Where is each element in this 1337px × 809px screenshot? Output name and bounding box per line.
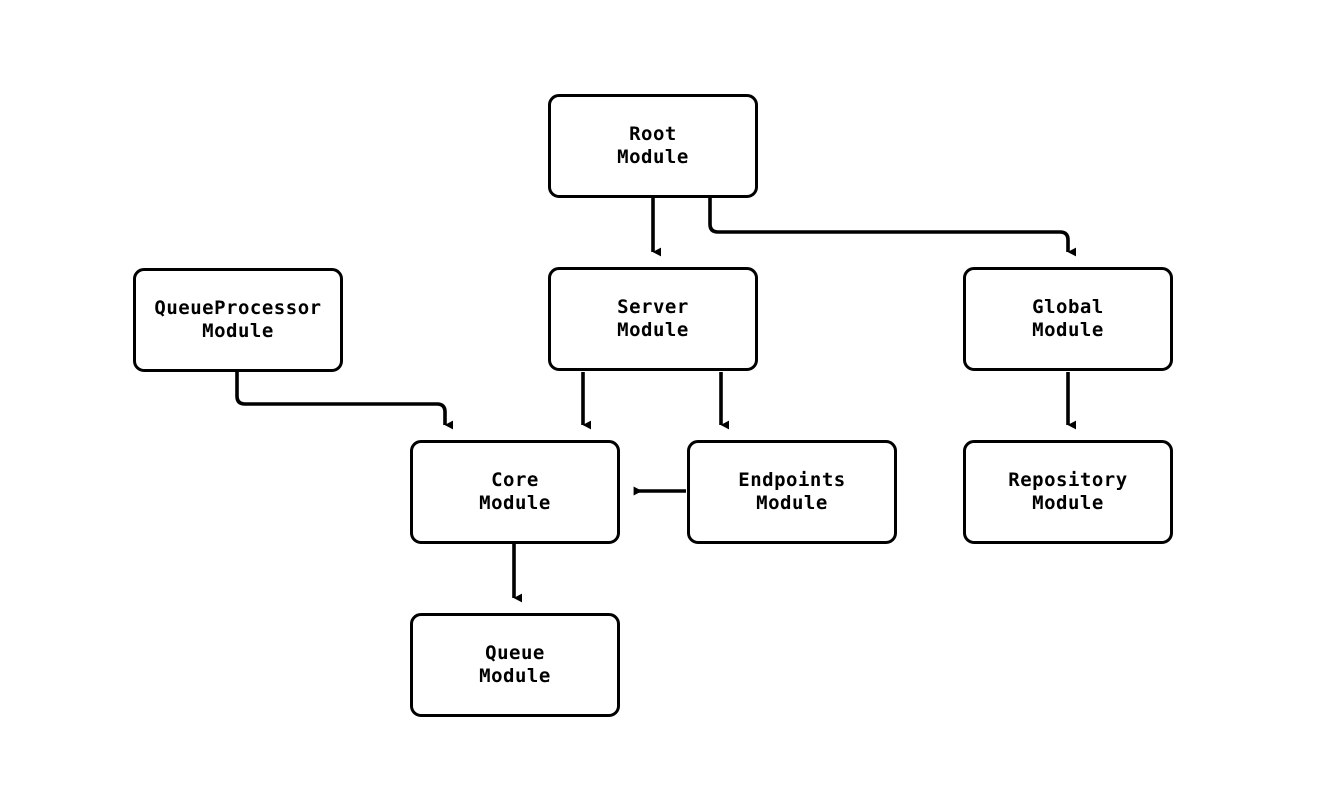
node-root-module[interactable]: Root Module — [548, 94, 758, 198]
node-repository-module[interactable]: Repository Module — [963, 440, 1173, 544]
node-server-module-label: Server Module — [617, 296, 689, 341]
node-queueprocessor-module[interactable]: QueueProcessor Module — [133, 268, 343, 372]
node-core-module-label: Core Module — [479, 469, 551, 514]
node-queue-module-label: Queue Module — [479, 642, 551, 687]
edge-queueprocessor-to-core — [235, 372, 454, 430]
node-endpoints-module-label: Endpoints Module — [738, 469, 846, 514]
node-queueprocessor-module-label: QueueProcessor Module — [154, 297, 322, 342]
node-queue-module[interactable]: Queue Module — [410, 613, 620, 717]
node-server-module[interactable]: Server Module — [548, 267, 758, 371]
edge-root-to-global — [708, 198, 1077, 257]
node-global-module[interactable]: Global Module — [963, 267, 1173, 371]
node-root-module-label: Root Module — [617, 123, 689, 168]
node-endpoints-module[interactable]: Endpoints Module — [687, 440, 897, 544]
node-repository-module-label: Repository Module — [1008, 469, 1128, 514]
node-global-module-label: Global Module — [1032, 296, 1104, 341]
node-core-module[interactable]: Core Module — [410, 440, 620, 544]
